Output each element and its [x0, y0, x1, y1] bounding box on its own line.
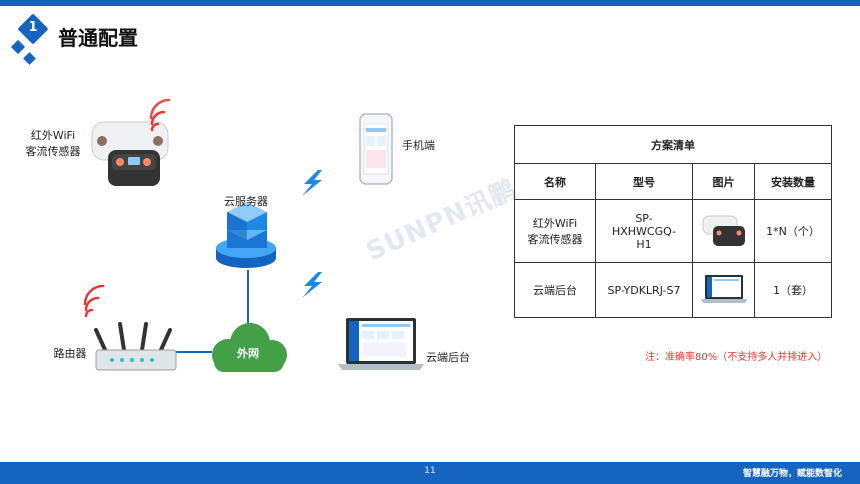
row-image-cell — [692, 262, 755, 318]
section-number: 1 — [28, 20, 38, 35]
table-header-image: 图片 — [692, 163, 755, 200]
internet-label: 外网 — [237, 347, 259, 360]
plan-table: 方案清单 名称 型号 图片 安装数量 红外WiFi 客流传感器 SP- HXHW… — [514, 125, 832, 318]
router-icon — [94, 322, 177, 371]
page-number: 11 — [424, 466, 436, 476]
table-title: 方案清单 — [514, 125, 832, 164]
wifi-signal-icon — [83, 284, 105, 318]
row-quantity-cell: 1*N（个） — [754, 199, 832, 263]
row-name-line: 客流传感器 — [527, 233, 583, 246]
sensor-label-line2: 客流传感器 — [25, 145, 81, 158]
table-header-name: 名称 — [514, 163, 596, 200]
laptop-icon — [338, 318, 424, 370]
internet-cloud-icon — [212, 323, 287, 372]
sensor-device-icon — [91, 121, 169, 186]
laptop-label: 云端后台 — [426, 351, 470, 364]
page-title: 普通配置 — [58, 26, 138, 50]
table-header-model: 型号 — [595, 163, 693, 200]
row-quantity-cell: 1（套） — [754, 262, 832, 318]
footer-slogan: 智慧融万物，赋能数智化 — [742, 469, 842, 479]
row-image-cell — [692, 199, 755, 263]
sensor-label-line1: 红外WiFi — [30, 129, 76, 142]
phone-icon — [359, 113, 393, 185]
router-label: 路由器 — [53, 347, 87, 360]
table-row: 云端后台 SP-YDKLRJ-S7 1（套） — [514, 262, 832, 318]
row-name-line: 红外WiFi — [532, 217, 578, 230]
sensor-thumbnail-icon — [702, 215, 745, 246]
row-model-line: SP- — [635, 211, 653, 225]
row-name-cell: 红外WiFi 客流传感器 — [514, 199, 596, 263]
row-name-cell: 云端后台 — [514, 262, 596, 318]
row-model-line: HXHWCGQ- — [611, 224, 677, 238]
footer-bar: 11 智慧融万物，赋能数智化 — [0, 462, 860, 484]
row-model-cell: SP-YDKLRJ-S7 — [595, 262, 693, 318]
wireless-bolt-icon — [302, 272, 322, 298]
cloud-server-label: 云服务器 — [224, 195, 268, 208]
sensor-label: 红外WiFi 客流传感器 — [18, 128, 88, 160]
accuracy-note: 注：准确率80%（不支持多人并排进入） — [645, 352, 828, 363]
wifi-signal-icon — [149, 98, 171, 132]
row-model-cell: SP- HXHWCGQ- H1 — [595, 199, 693, 263]
cloud-server-icon — [216, 202, 276, 268]
laptop-thumbnail-icon — [700, 274, 747, 303]
phone-label: 手机端 — [402, 139, 435, 152]
table-header-quantity: 安装数量 — [754, 163, 832, 200]
wireless-bolt-icon — [302, 170, 322, 196]
top-accent-bar — [0, 0, 860, 6]
row-model-line: H1 — [636, 237, 652, 251]
table-row: 红外WiFi 客流传感器 SP- HXHWCGQ- H1 1*N（个） — [514, 199, 832, 263]
